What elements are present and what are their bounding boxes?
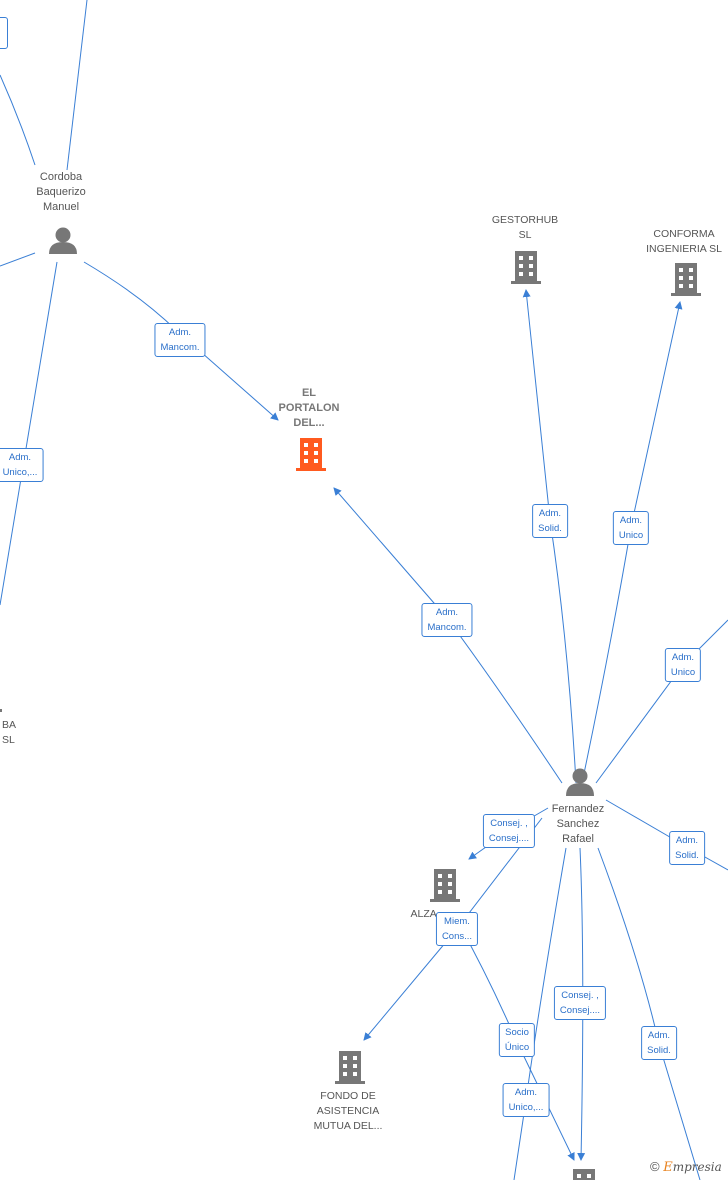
relation-label-fernandez-bottom-right[interactable]: Adm.Solid. (641, 1026, 677, 1060)
building-icon-gestorhub[interactable] (511, 251, 541, 284)
edge-offscreen-left-cordoba (0, 74, 36, 166)
relation-label-fernandez-alzaneda[interactable]: Consej. ,Consej.... (482, 814, 536, 848)
node-label-conforma[interactable]: CONFORMA INGENIERIA SL (646, 228, 722, 255)
building-icon-portalon[interactable] (296, 438, 326, 471)
edge-cordoba-left (0, 252, 36, 267)
node-label-portalon[interactable]: EL PORTALON DEL... (278, 387, 340, 429)
brand-rest: mpresia (672, 1160, 722, 1174)
node-label-fernandez[interactable]: Fernandez Sanchez Rafael (551, 803, 605, 845)
building-icon-conforma[interactable] (671, 263, 701, 296)
person-icon-fernandez[interactable] (566, 768, 594, 797)
node-label-gestorhub[interactable]: GESTORHUB SL (491, 214, 559, 241)
edge-fernandez-bottom1 (577, 847, 586, 1161)
relation-label-cordoba-left[interactable]: Adm.Unico,... (0, 448, 44, 482)
edge-cordoba-leftcompany (0, 261, 58, 606)
relation-label-fernandez-portalon[interactable]: Adm.Mancom. (421, 603, 473, 637)
relation-label-fernandez-gestorhub[interactable]: Adm.Solid. (532, 504, 568, 538)
brand-initial: E (663, 1160, 673, 1175)
copyright-icon: © (650, 1159, 660, 1174)
relation-label-fernandez-right2[interactable]: Adm.Solid. (669, 831, 705, 865)
relation-label-fernandez-conforma[interactable]: Adm.Unico (612, 511, 650, 545)
edge-fernandez-gestorhub (522, 289, 577, 784)
relation-label-alzaneda-fondo[interactable]: Miem.Cons... (435, 912, 479, 946)
edge-fernandez-bottom-right (597, 847, 701, 1180)
relation-label-fernandez-bottom-left[interactable]: Adm.Unico,... (502, 1083, 550, 1117)
node-label-fondo[interactable]: FONDO DE ASISTENCIA MUTUA DEL... (313, 1090, 383, 1132)
building-icon-bottom-partial[interactable] (573, 1169, 595, 1180)
edge-fernandez-right1 (595, 619, 728, 784)
building-icon-left-partial[interactable] (0, 709, 2, 712)
relation-label-fernandez-bottom1[interactable]: Consej. ,Consej.... (553, 986, 607, 1020)
relation-label-cordoba-portalon[interactable]: Adm.Mancom. (154, 323, 206, 357)
relation-label-partial-top[interactable] (0, 17, 8, 49)
building-icon-alzaneda[interactable] (430, 869, 460, 902)
edge-offscreen-top-cordoba (66, 0, 88, 171)
edge-fernandez-right2 (605, 799, 728, 871)
person-icon-cordoba[interactable] (49, 227, 77, 255)
node-label-left-partial[interactable]: BA SL (2, 719, 17, 746)
building-icon-fondo[interactable] (335, 1051, 365, 1084)
empresia-watermark: © Empresia (650, 1159, 722, 1175)
edge-fernandez-conforma (581, 301, 683, 784)
relation-label-fernandez-right1[interactable]: Adm.Unico (664, 648, 702, 682)
node-label-cordoba[interactable]: Cordoba Baquerizo Manuel (36, 171, 86, 213)
